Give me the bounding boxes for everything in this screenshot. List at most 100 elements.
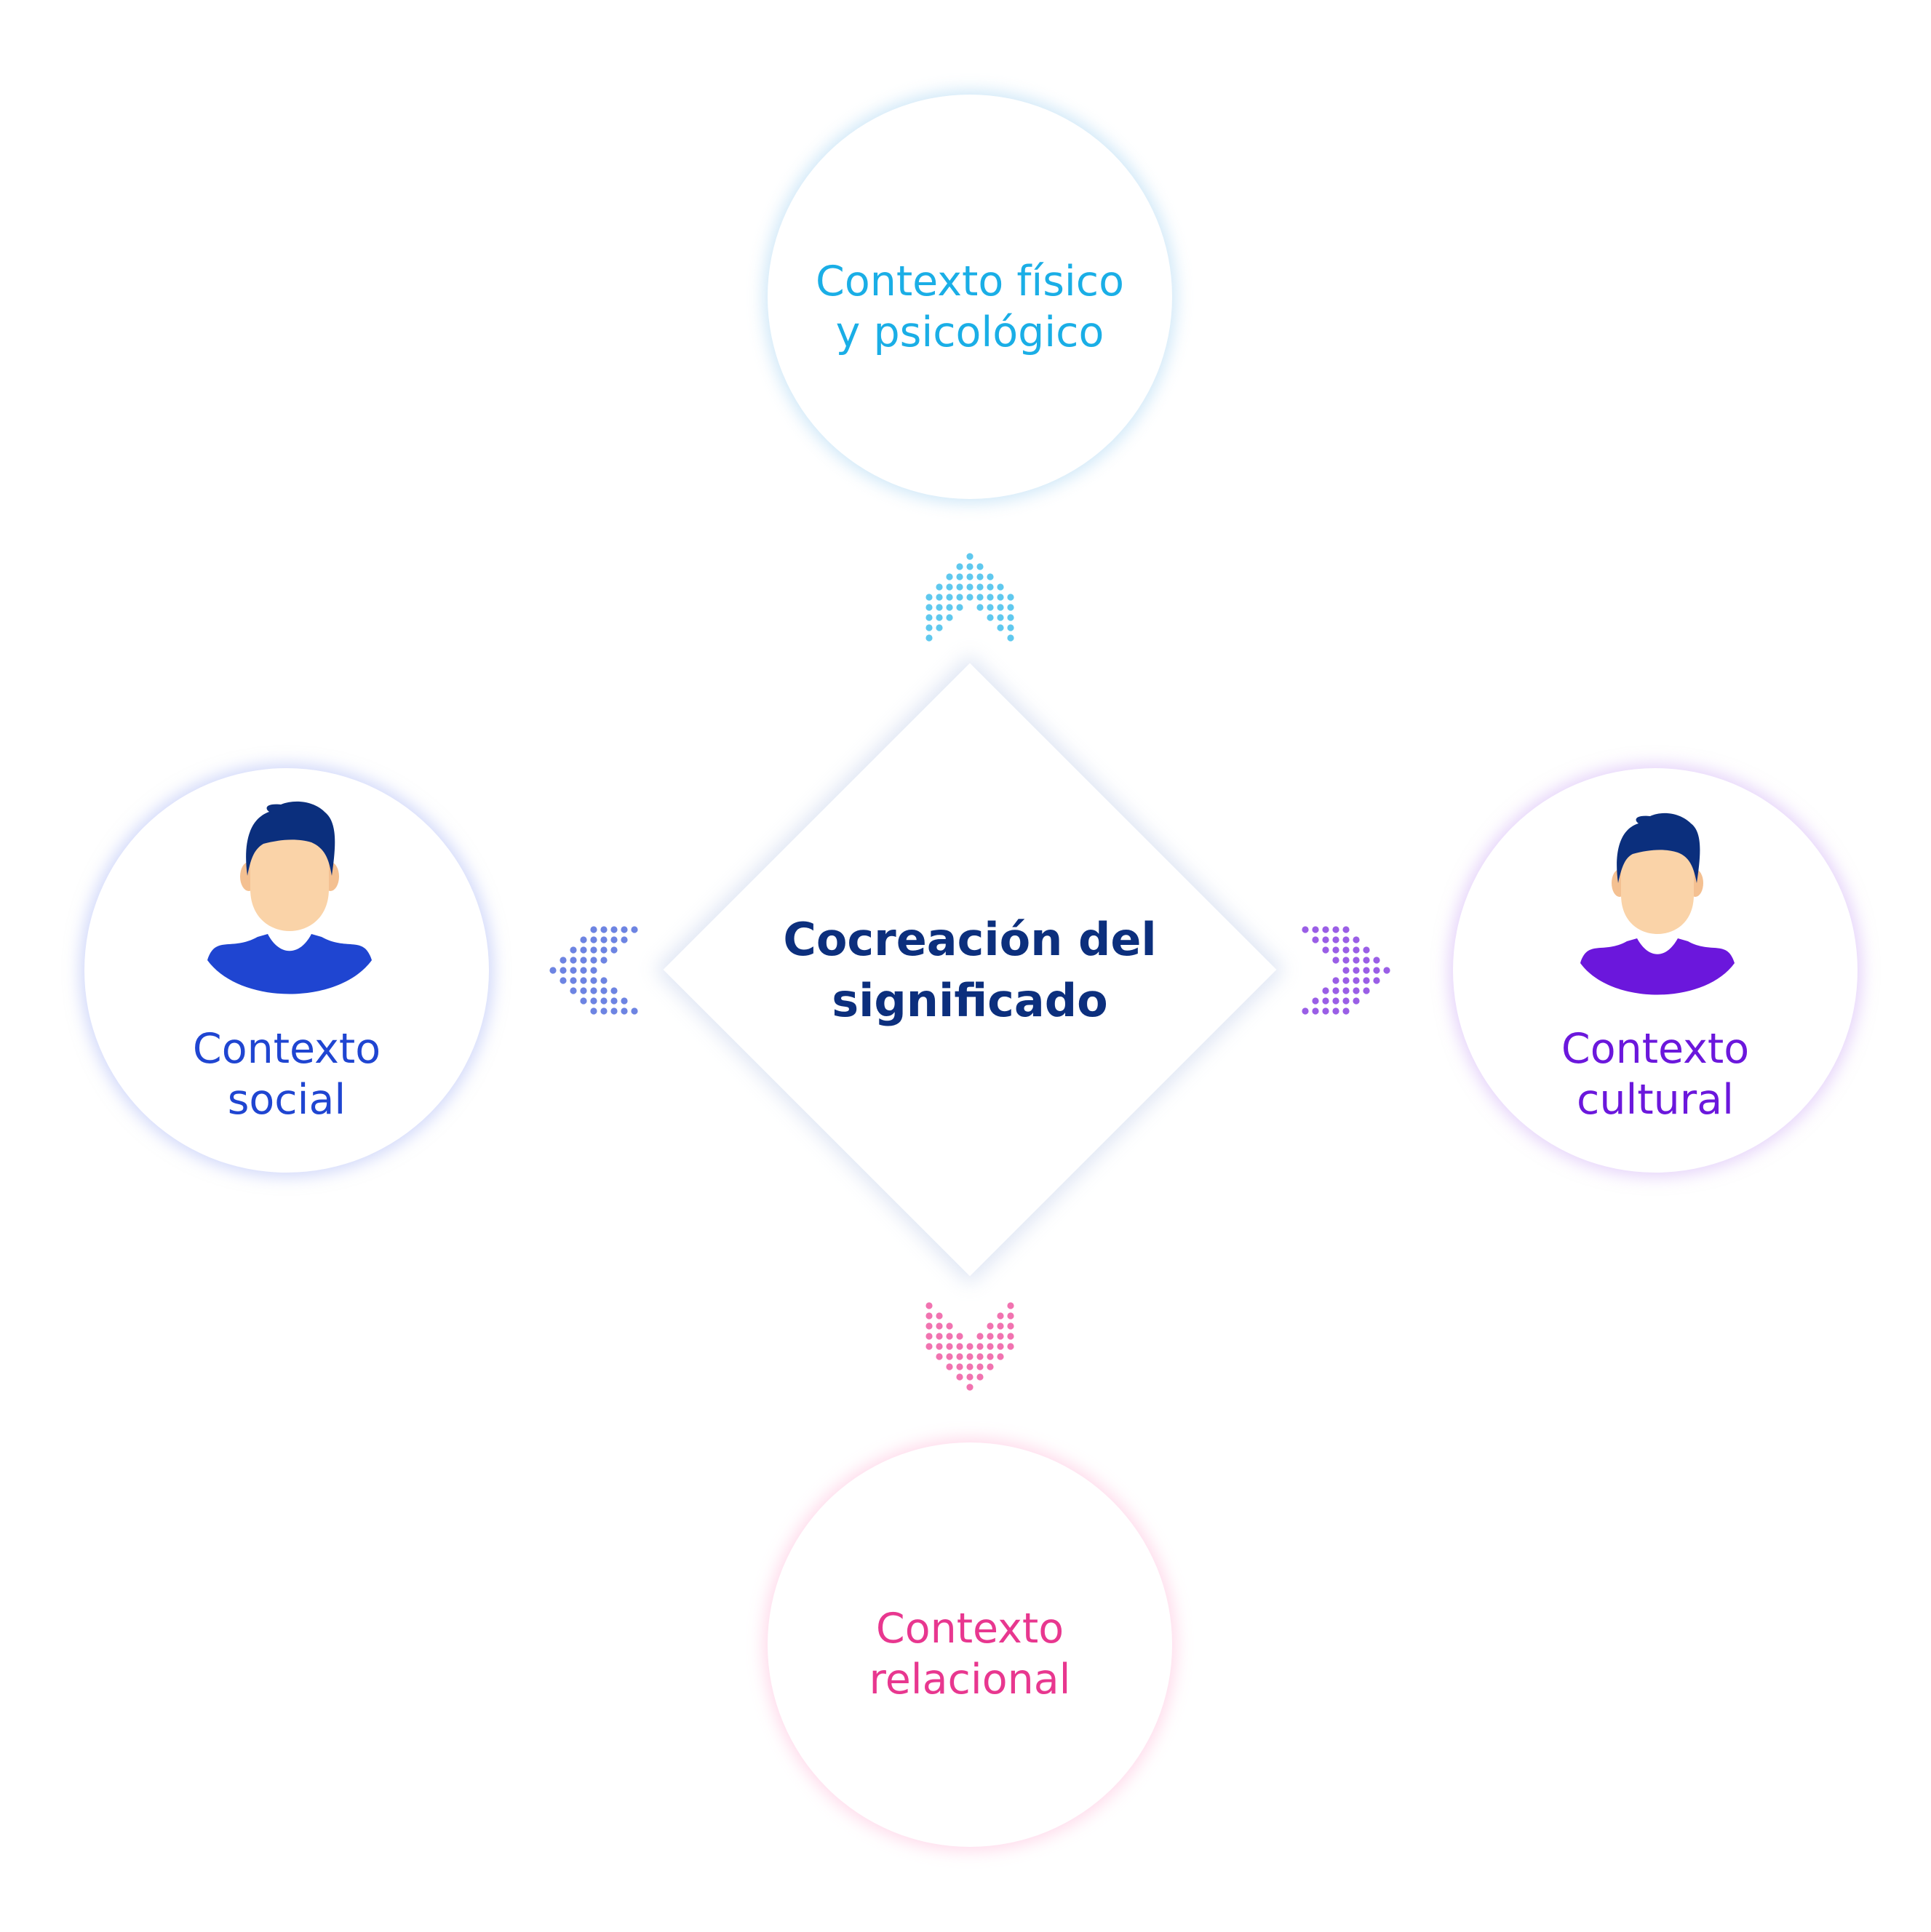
- chevron-dot: [590, 946, 597, 954]
- chevron-dot: [600, 926, 608, 933]
- chevron-dot: [966, 1384, 974, 1391]
- chevron-dot: [946, 573, 953, 580]
- chevron-dot: [976, 563, 984, 570]
- chevron-dot: [600, 936, 608, 943]
- chevron-dot: [1353, 957, 1360, 964]
- chevron-dot: [936, 1333, 943, 1340]
- chevron-dot: [1302, 1007, 1309, 1015]
- chevron-dot: [1373, 957, 1380, 964]
- chevron-dot: [976, 594, 984, 601]
- chevron-dot: [1342, 936, 1350, 943]
- chevron-dot: [1312, 997, 1319, 1005]
- chevron-dot: [580, 967, 587, 974]
- chevron-dot: [936, 604, 943, 611]
- dotted-chevron-down-icon: [925, 1302, 1014, 1391]
- person-icon: [1580, 813, 1735, 995]
- chevron-dot: [621, 997, 628, 1005]
- top-label-line1: Contexto físico: [816, 258, 1124, 306]
- chevron-dot: [997, 1343, 1004, 1350]
- chevron-dot: [580, 936, 587, 943]
- chevron-dot: [1332, 987, 1339, 994]
- chevron-dot: [956, 1353, 963, 1360]
- chevron-dot: [1322, 936, 1329, 943]
- chevron-dot: [1332, 946, 1339, 954]
- chevron-dot: [1332, 1007, 1339, 1015]
- chevron-dot: [1353, 936, 1360, 943]
- chevron-dot: [1342, 957, 1350, 964]
- chevron-dot: [1353, 977, 1360, 984]
- chevron-dot: [925, 604, 933, 611]
- chevron-dot: [1007, 1333, 1014, 1340]
- chevron-dot: [956, 583, 963, 591]
- chevron-dot: [1312, 936, 1319, 943]
- chevron-dot: [1363, 957, 1370, 964]
- chevron-dot: [925, 1302, 933, 1309]
- chevron-dot: [1342, 946, 1350, 954]
- chevron-dot: [1007, 594, 1014, 601]
- chevron-dot: [987, 594, 994, 601]
- chevron-dot: [976, 1333, 984, 1340]
- chevron-dot: [956, 594, 963, 601]
- chevron-dot: [946, 604, 953, 611]
- physical-psychological-context-label: Contexto físico y psicológico: [768, 256, 1172, 358]
- chevron-dot: [1342, 987, 1350, 994]
- chevron-dot: [1342, 977, 1350, 984]
- chevron-dot: [1302, 926, 1309, 933]
- chevron-dot: [936, 1322, 943, 1330]
- chevron-dot: [1007, 1343, 1014, 1350]
- chevron-dot: [1322, 946, 1329, 954]
- chevron-dot: [1342, 967, 1350, 974]
- chevron-dot: [936, 1312, 943, 1320]
- chevron-dot: [976, 1373, 984, 1381]
- chevron-dot: [1363, 987, 1370, 994]
- chevron-dot: [580, 946, 587, 954]
- chevron-dot: [946, 1353, 953, 1360]
- chevron-dot: [600, 997, 608, 1005]
- chevron-dot: [1353, 997, 1360, 1005]
- chevron-dot: [976, 573, 984, 580]
- chevron-dot: [925, 1333, 933, 1340]
- chevron-dot: [936, 583, 943, 591]
- chevron-dot: [966, 594, 974, 601]
- chevron-dot: [621, 1007, 628, 1015]
- left-label-line2: social: [227, 1076, 346, 1124]
- chevron-dot: [610, 926, 618, 933]
- center-label-line2: significado: [832, 974, 1108, 1027]
- chevron-dot: [610, 987, 618, 994]
- chevron-dot: [997, 1353, 1004, 1360]
- chevron-dot: [600, 987, 608, 994]
- chevron-dot: [1383, 967, 1390, 974]
- chevron-dot: [1373, 977, 1380, 984]
- chevron-dot: [925, 1322, 933, 1330]
- chevron-dot: [580, 997, 587, 1005]
- chevron-dot: [1322, 997, 1329, 1005]
- chevron-dot: [1353, 987, 1360, 994]
- chevron-dot: [966, 1343, 974, 1350]
- chevron-dot: [1342, 1007, 1350, 1015]
- chevron-dot: [590, 967, 597, 974]
- chevron-dot: [631, 1007, 638, 1015]
- chevron-dot: [987, 573, 994, 580]
- chevron-dot: [1007, 1312, 1014, 1320]
- bottom-label-line2: relacional: [869, 1656, 1071, 1704]
- chevron-dot: [997, 583, 1004, 591]
- chevron-dot: [1353, 967, 1360, 974]
- right-label-line2: cultural: [1577, 1076, 1734, 1124]
- top-label-line2: y psicológico: [835, 308, 1104, 356]
- chevron-dot: [987, 1333, 994, 1340]
- chevron-dot: [936, 594, 943, 601]
- chevron-dot: [997, 1312, 1004, 1320]
- chevron-dot: [997, 624, 1004, 631]
- chevron-dot: [946, 594, 953, 601]
- chevron-dot: [966, 573, 974, 580]
- chevron-dot: [1312, 926, 1319, 933]
- chevron-dot: [956, 604, 963, 611]
- dotted-chevron-up-icon: [925, 553, 1014, 642]
- chevron-dot: [590, 926, 597, 933]
- chevron-dot: [621, 936, 628, 943]
- chevron-dot: [946, 614, 953, 621]
- chevron-dot: [1322, 1007, 1329, 1015]
- chevron-dot: [590, 977, 597, 984]
- chevron-dot: [1353, 946, 1360, 954]
- chevron-dot: [1332, 997, 1339, 1005]
